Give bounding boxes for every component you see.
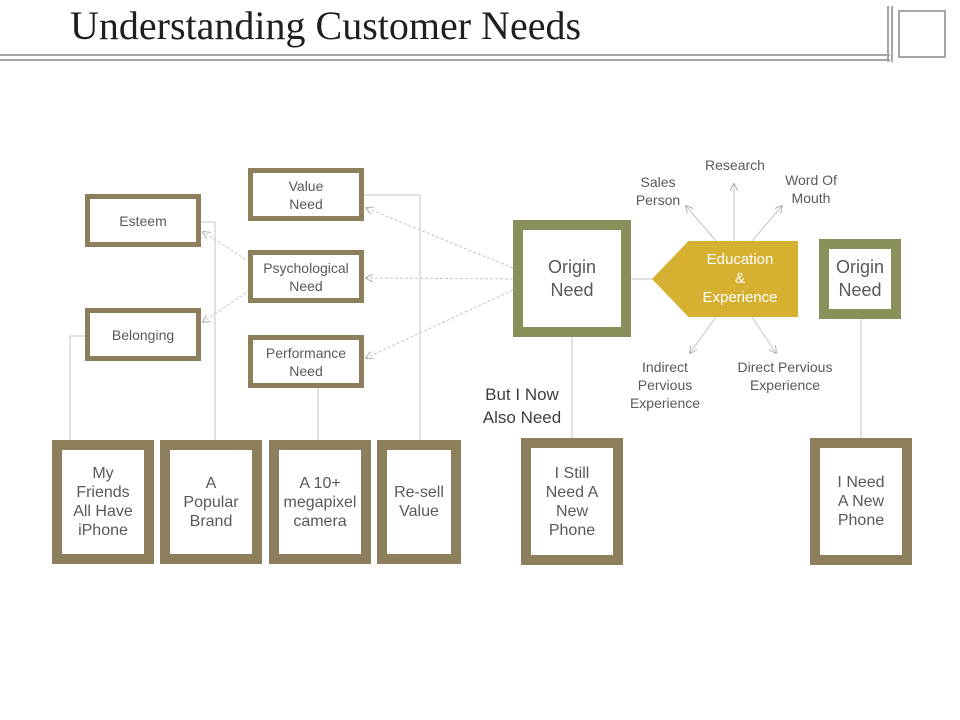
arrow-origin-to-value: [366, 208, 514, 269]
word-of-mouth-label: Word Of Mouth: [785, 172, 837, 206]
but-i-now-label: But I Now Also Need: [482, 385, 562, 427]
still-need-phone-box: I Still Need A New Phone: [521, 438, 623, 565]
sales-person-label: Sales Person: [635, 174, 681, 208]
ray-direct-experience: [751, 316, 776, 353]
page-title: Understanding Customer Needs: [70, 3, 582, 48]
my-friends-box: My Friends All Have iPhone: [52, 440, 154, 564]
arrow-psych-to-esteem: [203, 232, 251, 263]
indirect-experience-label: Indirect Pervious Experience: [629, 359, 701, 411]
megapixel-camera-box: A 10+ megapixel camera: [269, 440, 371, 564]
popular-brand-box: A Popular Brand: [160, 440, 262, 564]
title-underline-secondary: [0, 59, 890, 61]
psychological-need-box: Psychological Need: [248, 250, 364, 303]
performance-need-box: Performance Need: [248, 335, 364, 388]
direct-experience-label: Direct Pervious Experience: [737, 359, 833, 393]
need-new-phone-box: I Need A New Phone: [810, 438, 912, 565]
resell-value-box: Re-sell Value: [377, 440, 461, 564]
belonging-box: Belonging: [85, 308, 201, 361]
esteem-box: Esteem: [85, 194, 201, 247]
origin-need-right-box: Origin Need: [819, 239, 901, 319]
education-experience-label: Education & Experience: [702, 251, 778, 306]
arrow-origin-to-psychological: [366, 278, 514, 279]
title-vertical-rule-secondary: [891, 6, 893, 62]
value-need-box: Value Need: [248, 168, 364, 221]
title-vertical-rule: [887, 6, 889, 62]
ray-sales-person: [686, 206, 717, 242]
line-value-to-resell: [362, 194, 421, 441]
title-underline: [0, 54, 890, 56]
line-belonging-to-friends: [69, 335, 88, 441]
line-esteem-to-brand: [200, 221, 216, 441]
research-label: Research: [705, 157, 765, 173]
corner-decoration: [898, 10, 946, 58]
ray-indirect-experience: [690, 316, 717, 353]
arrow-origin-to-performance: [366, 289, 514, 358]
ray-word-of-mouth: [751, 206, 782, 242]
arrow-psych-to-belonging: [203, 289, 251, 322]
origin-need-left-box: Origin Need: [513, 220, 631, 337]
